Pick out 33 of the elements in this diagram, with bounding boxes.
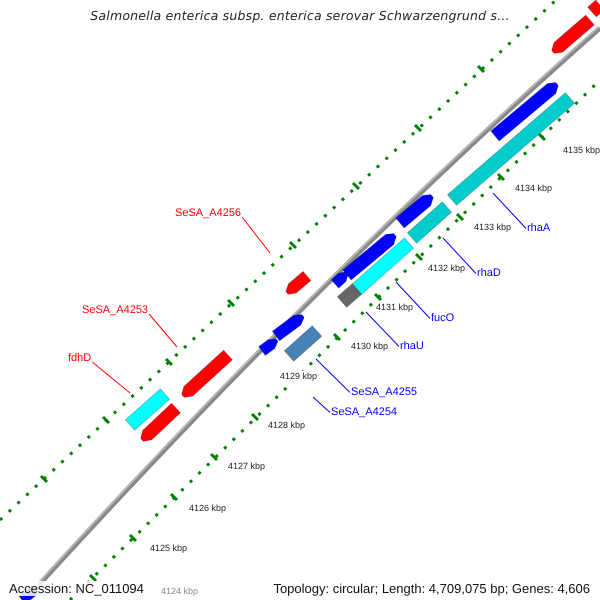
leader-line — [396, 282, 430, 319]
leader-line — [92, 362, 130, 394]
leader-line — [442, 238, 476, 274]
gene-label: rhaD — [477, 267, 501, 280]
position-label: 4131 kbp — [375, 302, 414, 313]
position-label: 4128 kbp — [267, 420, 306, 431]
position-label: 4130 kbp — [350, 341, 390, 352]
gene-label: fdhD — [68, 352, 92, 365]
position-label: 4133 kbp — [473, 222, 512, 233]
leader-line — [492, 192, 526, 229]
accession-text: Accession: NC_011094 — [9, 581, 144, 596]
map-title: Salmonella enterica subsp. enterica serovar Schwarzengrund s... — [89, 8, 511, 23]
leader-line — [242, 216, 270, 254]
gene-label: SeSA_A4256 — [175, 207, 242, 220]
gene-label: fucO — [431, 312, 454, 325]
position-label: 4132 kbp — [427, 263, 466, 274]
position-label: 4129 kbp — [279, 371, 318, 382]
gene-label: SeSA_A4255 — [351, 386, 418, 399]
gene-label: rhaU — [400, 340, 424, 353]
topology-text: Topology: circular; Length: 4,709,075 bp; Genes: 4,606 — [273, 581, 590, 596]
position-label: 4124 kbp — [160, 586, 200, 597]
leader-line — [316, 358, 350, 393]
leader-line — [312, 396, 330, 413]
leader-line — [366, 312, 400, 347]
leader-line — [148, 314, 178, 348]
position-label: 4134 kbp — [514, 183, 554, 194]
gene-label: SeSA_A4253 — [82, 304, 148, 317]
gene-label: SeSA_A4254 — [331, 406, 398, 419]
position-label: 4125 kbp — [149, 543, 188, 554]
position-label: 4127 kbp — [227, 461, 266, 472]
gene-label: rhaA — [527, 222, 550, 235]
position-label: 4135 kbp — [562, 145, 600, 156]
position-label: 4126 kbp — [188, 503, 228, 514]
